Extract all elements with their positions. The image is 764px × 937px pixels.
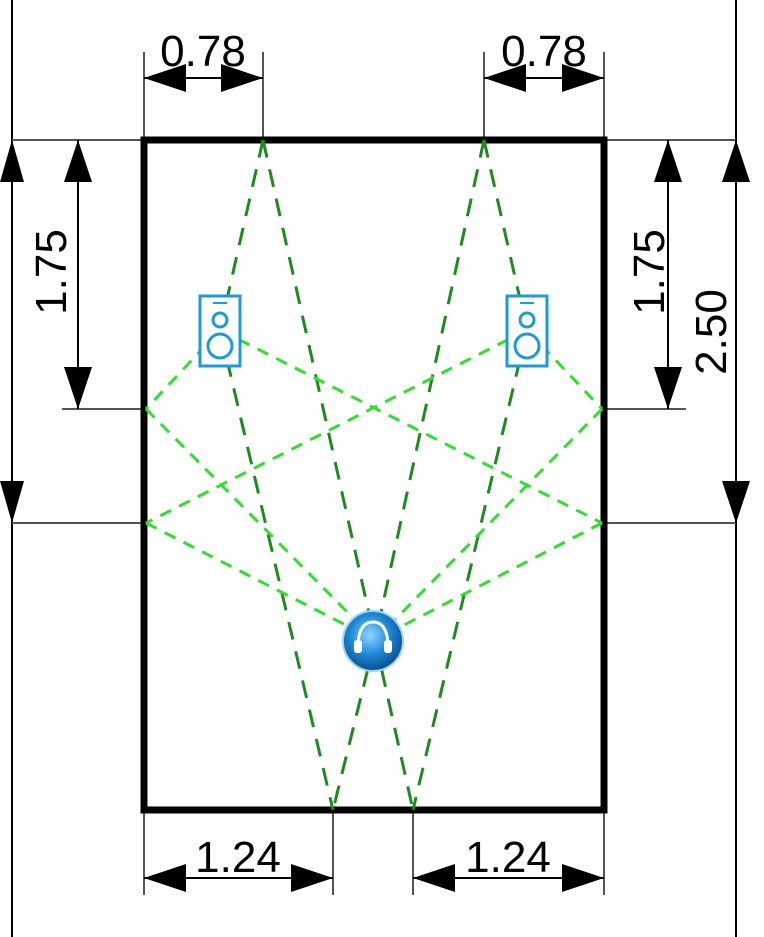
dimension-label-left-side: 1.75	[27, 229, 76, 315]
dimension-bottom-left: 1.24	[144, 833, 333, 892]
dimension-left-edge-arrows	[0, 140, 24, 523]
dimension-left-side: 1.75	[27, 140, 92, 409]
dimension-bottom-right: 1.24	[413, 833, 604, 892]
left-speaker-icon	[198, 294, 242, 368]
dimension-label-right-side: 1.75	[625, 229, 674, 315]
listener-headphones-icon	[342, 610, 404, 672]
dimension-label-bottom-left: 1.24	[195, 833, 281, 882]
dimension-label-right-total: 2.50	[687, 289, 736, 375]
direct-sound-rays	[218, 139, 529, 811]
dimension-top-left: 0.78	[144, 27, 263, 92]
room-outline	[140, 136, 608, 814]
dimension-right-side: 1.75	[625, 140, 682, 409]
dimension-right-total: 2.50	[687, 140, 750, 523]
right-speaker-icon	[505, 294, 549, 368]
dimension-label-top-right: 0.78	[501, 27, 587, 76]
dimension-label-top-left: 0.78	[160, 27, 246, 76]
reflection-rays	[144, 328, 604, 642]
extension-lines	[12, 52, 736, 895]
dimension-top-right: 0.78	[484, 27, 604, 92]
dimension-label-bottom-right: 1.24	[465, 833, 551, 882]
